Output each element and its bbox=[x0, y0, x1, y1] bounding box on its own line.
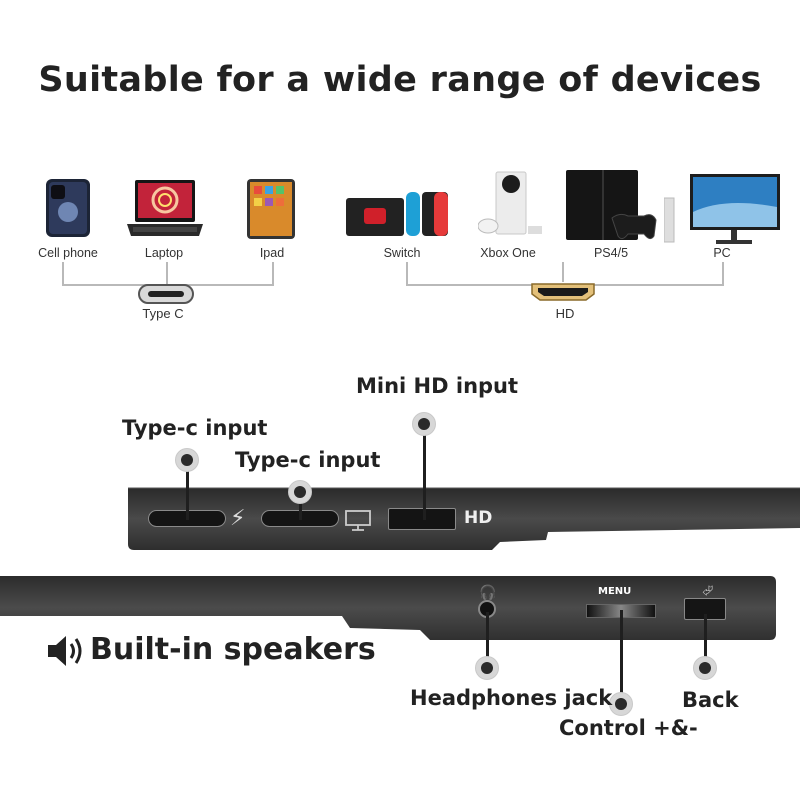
tablet-icon bbox=[247, 179, 295, 239]
mini-hd-leader bbox=[423, 432, 426, 520]
type-c-video-dot bbox=[288, 480, 312, 504]
device-label-ipad: Ipad bbox=[259, 246, 285, 260]
hd-label: HD bbox=[555, 306, 575, 321]
hd-bracket-stem bbox=[562, 262, 564, 282]
type-c-video-input-label: Type-c input bbox=[235, 448, 381, 472]
mini-hd-input-label: Mini HD input bbox=[356, 374, 519, 398]
device-label-ps45: PS4/5 bbox=[593, 246, 629, 260]
type-c-bracket-stem bbox=[166, 262, 168, 286]
mini-hd-port bbox=[388, 508, 456, 530]
type-c-power-dot bbox=[175, 448, 199, 472]
lightning-icon: ⚡ bbox=[230, 505, 246, 530]
control-leader bbox=[620, 610, 623, 698]
device-label-cell-phone: Cell phone bbox=[38, 246, 98, 260]
playstation-console-icon bbox=[566, 170, 657, 240]
control-dot bbox=[609, 692, 633, 716]
lower-port-panel bbox=[0, 576, 776, 640]
usb-c-connector-icon bbox=[138, 284, 194, 304]
xbox-console-icon bbox=[478, 171, 542, 235]
menu-mark: MENU bbox=[598, 586, 632, 597]
device-label-laptop: Laptop bbox=[144, 246, 184, 260]
back-label: Back bbox=[682, 688, 739, 712]
cell-phone-icon bbox=[46, 179, 90, 237]
type-c-power-leader bbox=[186, 470, 189, 520]
headphones-leader bbox=[486, 612, 489, 666]
headphones-dot bbox=[475, 656, 499, 680]
type-c-video-leader bbox=[299, 500, 302, 520]
display-icon bbox=[345, 510, 371, 531]
hdmi-connector-icon bbox=[531, 283, 595, 301]
mini-hd-dot bbox=[412, 412, 436, 436]
type-c-bracket bbox=[62, 262, 274, 286]
game-console-icon bbox=[346, 192, 448, 236]
headphones-jack-label: Headphones jack bbox=[410, 686, 613, 710]
device-label-switch: Switch bbox=[383, 246, 421, 260]
back-leader bbox=[704, 614, 707, 664]
type-c-power-input-label: Type-c input bbox=[122, 416, 268, 440]
built-in-speakers-label: Built-in speakers bbox=[90, 632, 376, 667]
device-label-xbox-one: Xbox One bbox=[480, 246, 536, 260]
back-arrow-icon: ⮰ bbox=[702, 582, 714, 598]
device-label-pc: PC bbox=[713, 246, 731, 260]
type-c-label: Type C bbox=[142, 306, 184, 321]
laptop-icon bbox=[127, 180, 203, 236]
back-dot bbox=[693, 656, 717, 680]
headphones-icon: 🎧 bbox=[479, 584, 497, 600]
control-label: Control +&- bbox=[559, 716, 698, 740]
speaker-icon bbox=[48, 636, 82, 666]
desktop-monitor-icon bbox=[664, 174, 780, 244]
page-title: Suitable for a wide range of devices bbox=[38, 60, 762, 100]
hd-port-mark: HD bbox=[464, 508, 493, 528]
